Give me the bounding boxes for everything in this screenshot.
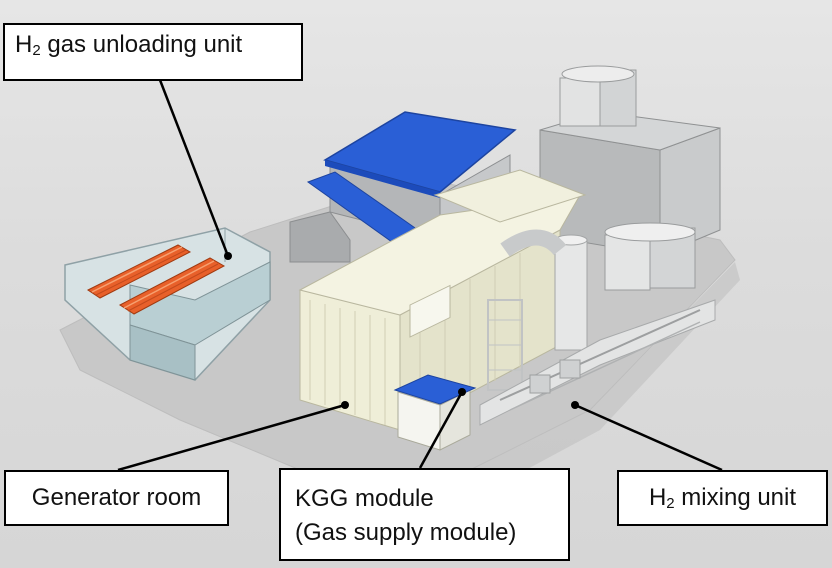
label-h2-mixing-unit: H2 mixing unit xyxy=(617,470,828,526)
label-kgg-line1: KGG module xyxy=(295,485,434,512)
stair-tower xyxy=(289,211,351,263)
cooling-tower-right xyxy=(604,222,696,291)
label-generator-room: Generator room xyxy=(4,470,229,526)
label-mixing-subscript: 2 xyxy=(666,495,675,512)
blue-roof-edge xyxy=(325,160,440,198)
blue-roof xyxy=(323,111,517,193)
enclosure-top xyxy=(298,194,581,316)
mixing-unit xyxy=(479,299,716,426)
leader-unloading xyxy=(158,79,230,257)
unloading-glass-side xyxy=(129,324,196,381)
kgg-module xyxy=(393,374,477,451)
leader-mixing xyxy=(574,403,723,472)
label-h2-gas-unloading-unit: H2 gas unloading unit xyxy=(3,23,303,81)
leader-dot-generator xyxy=(341,401,349,409)
label-mixing-text: mixing unit xyxy=(674,484,797,511)
label-kgg-line2: (Gas supply module) xyxy=(295,519,517,546)
cooling-tower-top xyxy=(559,65,637,127)
label-mixing-h: H xyxy=(648,484,667,511)
leader-dot-mixing xyxy=(571,401,579,409)
label-unloading-subscript: 2 xyxy=(32,42,41,59)
hydrogen-tube-trailer-1 xyxy=(87,244,192,299)
label-kgg-module: KGG module (Gas supply module) xyxy=(279,468,570,561)
label-generator-text: Generator room xyxy=(31,484,202,511)
label-unloading-text: gas unloading unit xyxy=(40,31,243,58)
leader-dot-kgg xyxy=(458,388,466,396)
leader-generator xyxy=(117,403,346,472)
leader-dot-unloading xyxy=(224,252,232,260)
label-unloading-h: H xyxy=(15,31,33,58)
logo-panel xyxy=(409,284,451,338)
enclosure-upper-block xyxy=(433,169,587,223)
unloading-unit xyxy=(64,227,271,381)
kgg-blue-roof xyxy=(393,374,477,405)
leader-kgg xyxy=(418,391,464,469)
exhaust-duct xyxy=(487,229,588,391)
tank-building xyxy=(539,65,721,291)
hydrogen-tube-trailer-2 xyxy=(119,257,226,315)
